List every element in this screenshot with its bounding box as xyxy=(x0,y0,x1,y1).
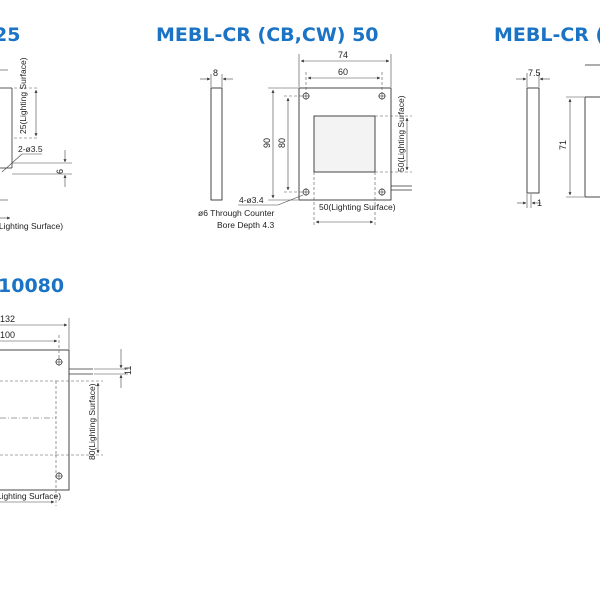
diagram-4-hole-pitch-x: 100 xyxy=(0,330,15,340)
diagram-2-outer-height: 90 xyxy=(262,138,272,148)
diagram-4-lighting-width: (Lighting Surface) xyxy=(0,491,61,501)
diagram-2-lighting-width-line1: 50(Lighting Surface) xyxy=(319,202,396,212)
diagram-2-mebl-cr-50: MEBL-CR (CB,CW) 50 8 74 60 90 xyxy=(156,24,412,230)
diagram-1-depth: 6 xyxy=(55,169,65,174)
diagram-2-lighting-height: 50(Lighting Surface) xyxy=(396,95,406,172)
diagram-2-side-thickness: 8 xyxy=(213,68,218,78)
diagram-4-10080: 10080 132 100 11 80(Lighting Surface) xyxy=(0,275,133,506)
diagram-1-hole-label: 2-ø3.5 xyxy=(18,144,43,154)
diagram-4-front-body xyxy=(0,349,70,491)
diagram-3-side-thickness: 7.5 xyxy=(528,68,541,78)
diagram-3-front-body xyxy=(584,96,600,198)
diagram-4-lighting-height: 80(Lighting Surface) xyxy=(87,383,97,460)
diagram-1-left: 25 25(Lighting Surface) 2-ø3.5 6 (Lighti… xyxy=(0,24,72,231)
diagram-3-title: MEBL-CR (C xyxy=(494,24,600,46)
diagram-2-counterbore-2: Bore Depth 4.3 xyxy=(217,220,274,230)
diagram-2-outer-width: 74 xyxy=(338,50,348,60)
diagram-2-lighting-surface xyxy=(313,115,376,173)
diagram-1-lighting-width: (Lighting Surface) xyxy=(0,221,63,231)
diagram-3-right: MEBL-CR (C 7.5 1 71 xyxy=(494,24,600,208)
diagram-2-hole-pitch-y: 80 xyxy=(277,138,287,148)
diagram-2-side-view xyxy=(210,87,223,201)
diagram-2-holes: 4-ø3.4 xyxy=(239,195,264,205)
diagram-3-side-view xyxy=(526,87,540,194)
diagram-4-cable: 11 xyxy=(123,366,133,375)
diagram-2-hole-pitch-x: 60 xyxy=(338,67,348,77)
diagram-1-title: 25 xyxy=(0,24,20,46)
diagram-3-height: 71 xyxy=(558,140,568,150)
diagram-2-title: MEBL-CR (CB,CW) 50 xyxy=(156,24,379,46)
diagram-4-title: 10080 xyxy=(0,275,64,297)
diagram-1-lighting-height: 25(Lighting Surface) xyxy=(18,57,28,134)
diagram-3-base: 1 xyxy=(537,198,542,208)
diagram-4-outer-width: 132 xyxy=(0,314,15,324)
diagram-2-counterbore-1: ø6 Through Counter xyxy=(198,208,275,218)
